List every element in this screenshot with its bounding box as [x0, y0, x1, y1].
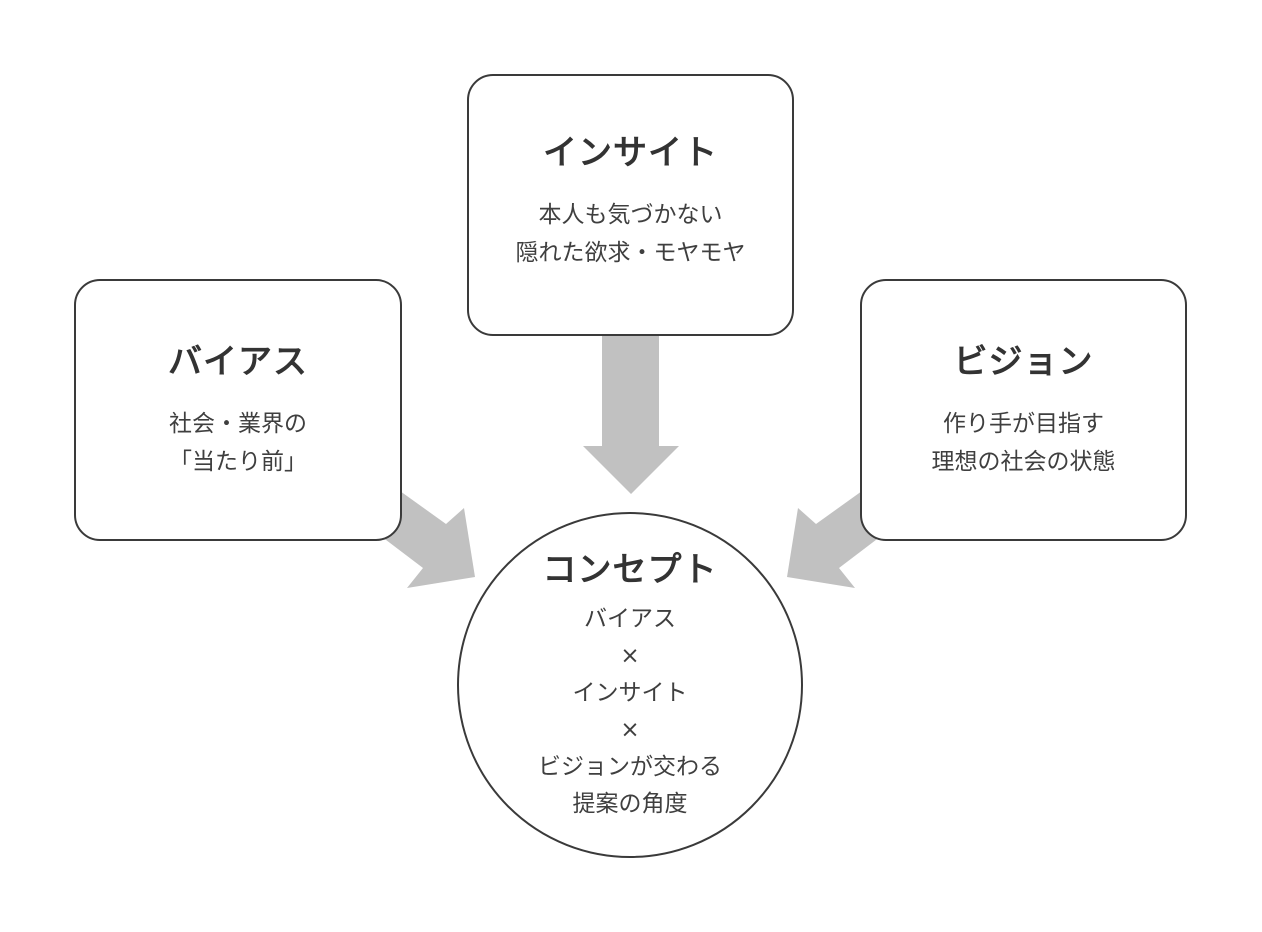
concept-desc-line: インサイト: [572, 680, 688, 706]
insight-description: 本人も気づかない 隠れた欲求・モヤモヤ: [516, 196, 746, 272]
bias-desc-line: 「当たり前」: [169, 448, 307, 475]
insight-box: インサイト 本人も気づかない 隠れた欲求・モヤモヤ: [467, 74, 794, 336]
bias-desc-line: 社会・業界の: [169, 410, 307, 437]
concept-circle: コンセプト バイアス × インサイト × ビジョンが交わる 提案の角度: [457, 512, 803, 858]
arrow-insight-to-concept: [583, 334, 679, 494]
concept-desc-line: バイアス: [584, 606, 676, 632]
vision-desc-line: 作り手が目指す: [943, 410, 1104, 437]
vision-description: 作り手が目指す 理想の社会の状態: [932, 405, 1116, 481]
bias-title: バイアス: [168, 341, 308, 382]
concept-desc-line: ×: [620, 717, 640, 743]
bias-box: バイアス 社会・業界の 「当たり前」: [74, 279, 402, 541]
insight-desc-line: 本人も気づかない: [538, 201, 723, 228]
concept-title: コンセプト: [542, 550, 718, 590]
vision-desc-line: 理想の社会の状態: [931, 448, 1116, 475]
bias-description: 社会・業界の 「当たり前」: [169, 405, 307, 481]
concept-desc-line: 提案の角度: [572, 791, 688, 817]
insight-desc-line: 隠れた欲求・モヤモヤ: [515, 239, 746, 266]
vision-title: ビジョン: [953, 341, 1094, 382]
vision-box: ビジョン 作り手が目指す 理想の社会の状態: [860, 279, 1187, 541]
concept-description: バイアス × インサイト × ビジョンが交わる 提案の角度: [538, 601, 722, 823]
insight-title: インサイト: [543, 132, 718, 173]
concept-desc-line: ×: [620, 643, 640, 669]
concept-desc-line: ビジョンが交わる: [538, 754, 722, 780]
